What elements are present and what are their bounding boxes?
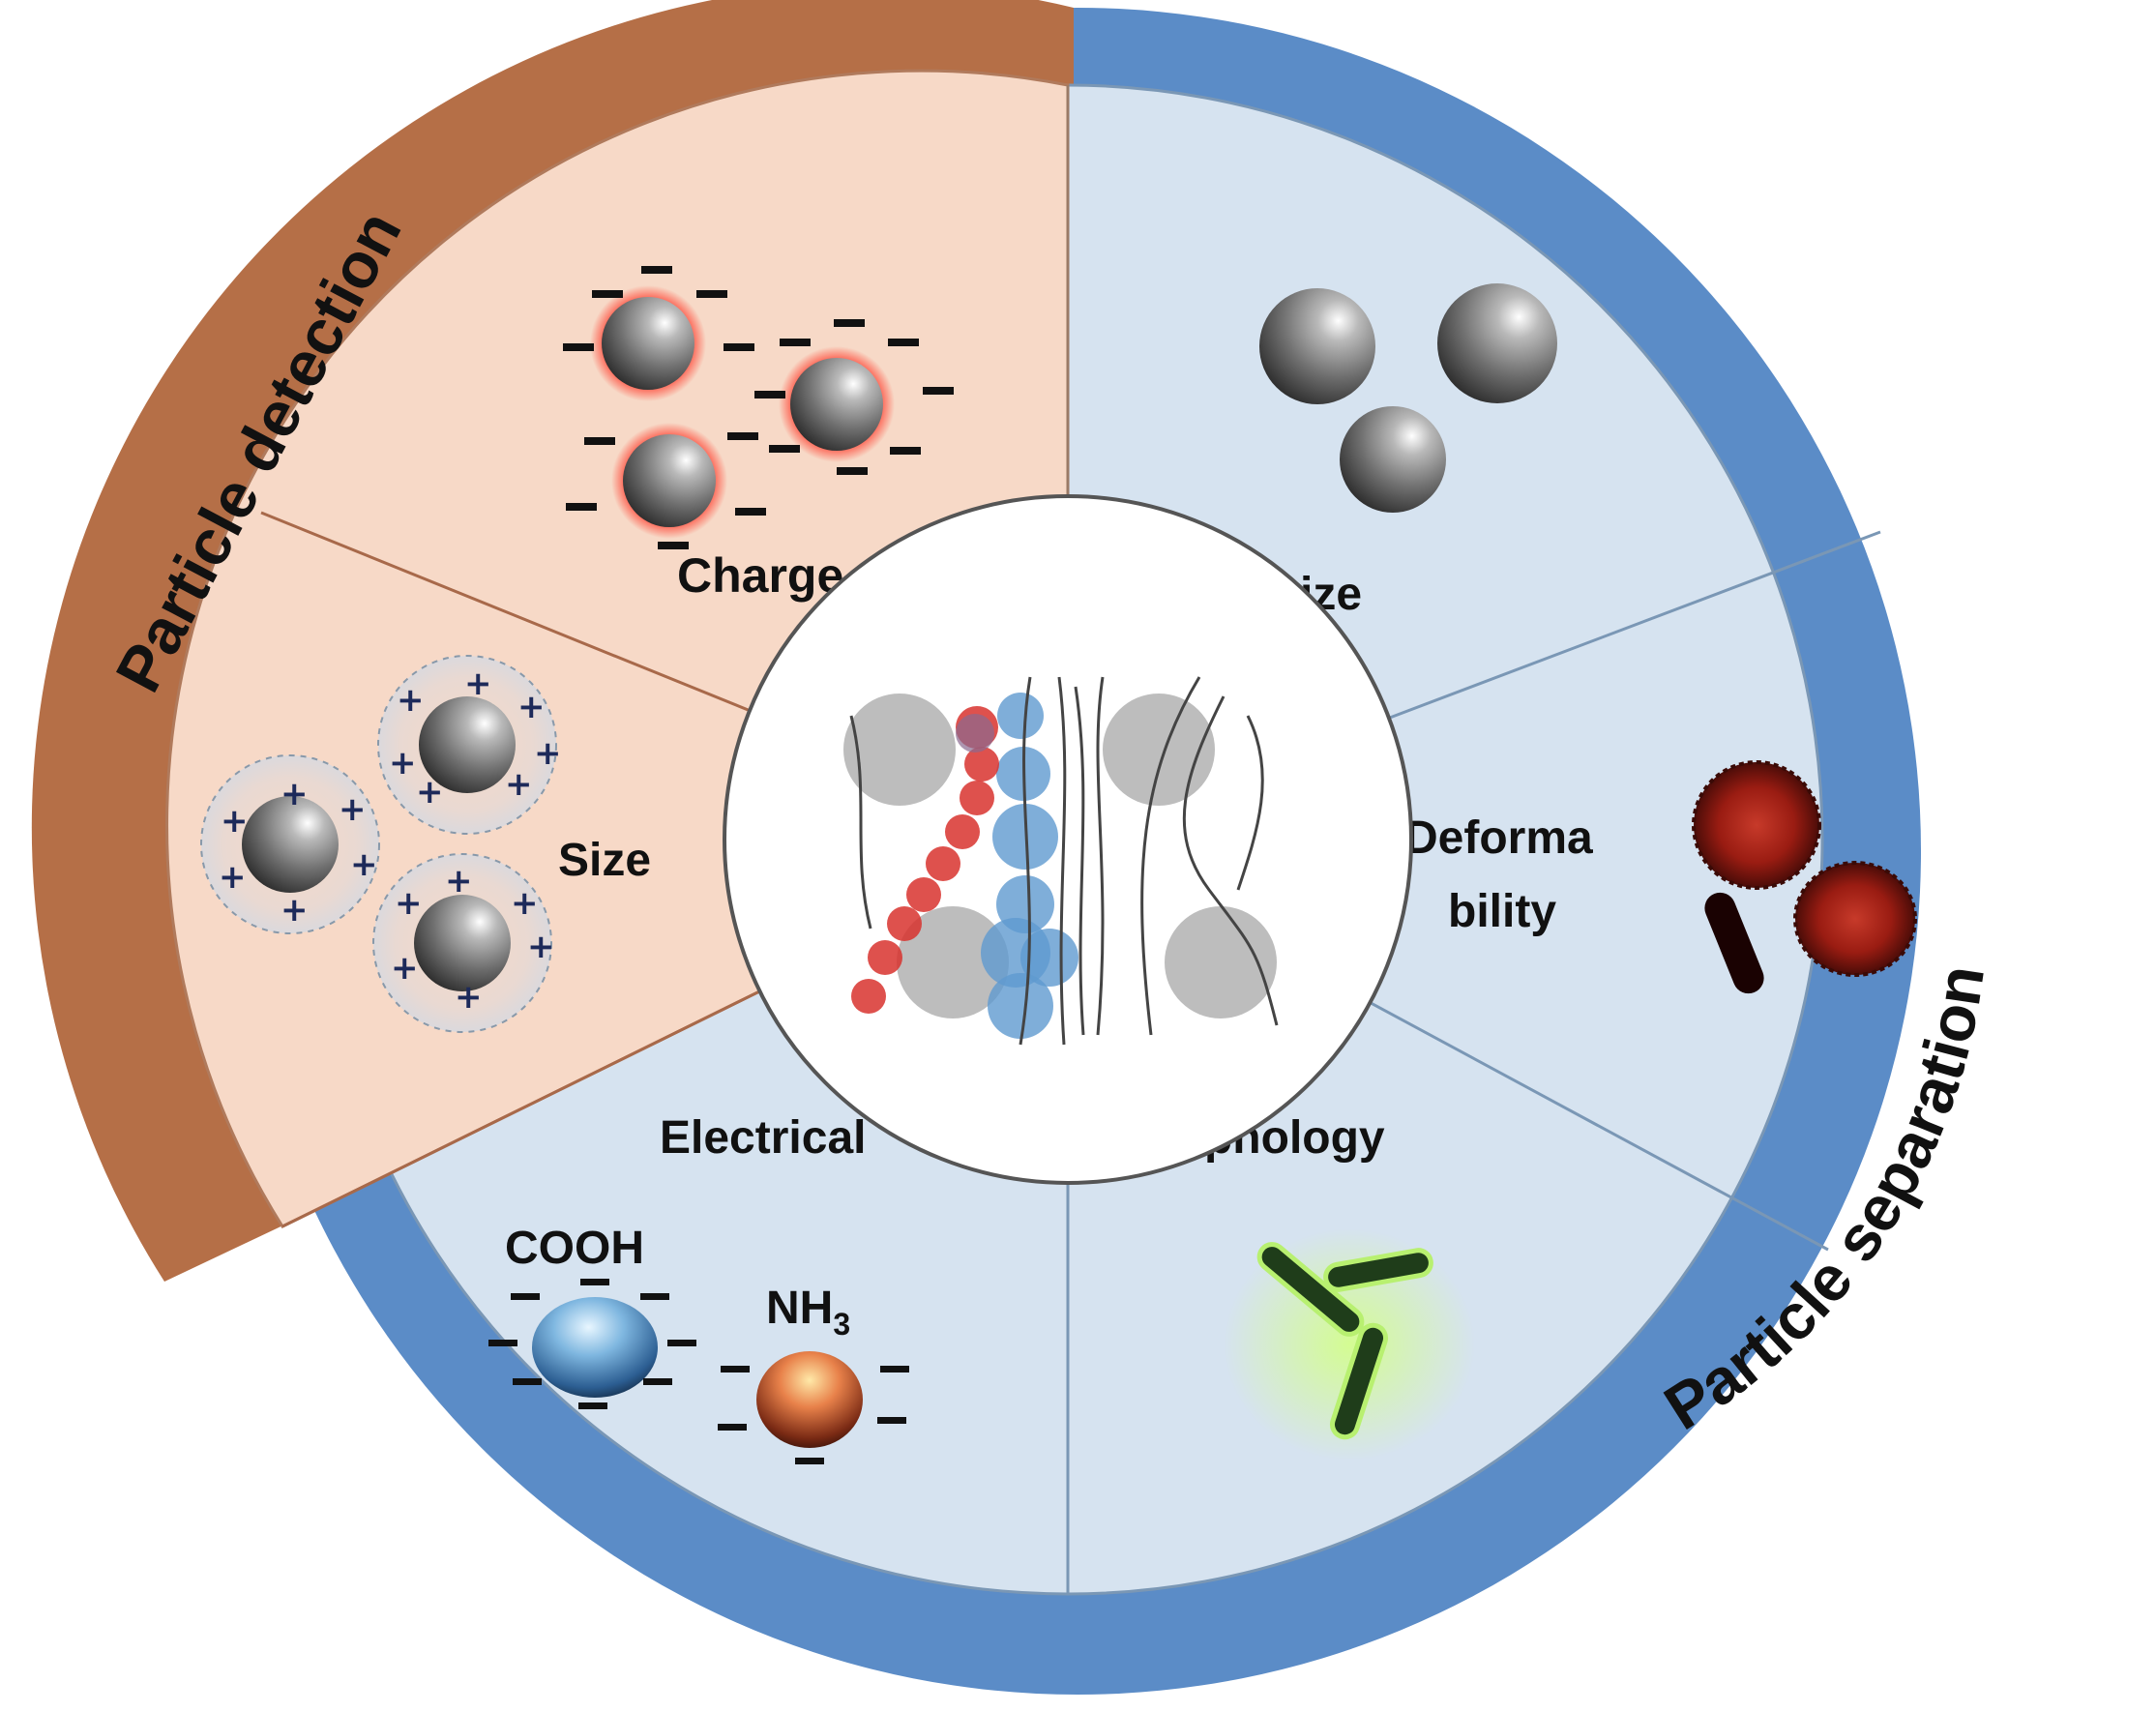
svg-text:+: + (416, 773, 444, 812)
svg-text:+: + (455, 978, 483, 1017)
nh3-subscript: 3 (833, 1307, 850, 1342)
separation-channel-illustration (723, 494, 1413, 1185)
nh3-label: NH3 (766, 1283, 850, 1342)
electrical-label: Electrical (660, 1112, 866, 1164)
svg-text:+: + (397, 681, 425, 720)
svg-text:+: + (219, 858, 247, 897)
deformability-label-line2: bility (1448, 886, 1556, 937)
svg-text:+: + (221, 802, 249, 841)
size-spheres (1259, 283, 1557, 513)
svg-text:+: + (445, 862, 473, 900)
streamlines (849, 676, 1279, 1046)
charged-functional-spheres (488, 1279, 909, 1464)
rod-bacteria (1224, 1228, 1475, 1461)
cooh-label: COOH (505, 1223, 644, 1274)
svg-text:+: + (511, 884, 539, 923)
svg-text:+: + (281, 775, 309, 813)
svg-text:+: + (464, 664, 492, 703)
svg-text:+: + (534, 734, 562, 773)
deformability-label-line1: Deforma (1404, 812, 1593, 864)
svg-text:+: + (339, 790, 367, 829)
svg-text:+: + (281, 891, 309, 930)
svg-text:+: + (395, 884, 423, 923)
svg-text:+: + (527, 928, 555, 966)
svg-text:+: + (505, 765, 533, 804)
nh3-main: NH (766, 1283, 833, 1334)
red-blood-cells (1692, 760, 1917, 994)
svg-text:+: + (517, 688, 546, 726)
charge-label: Charge (677, 548, 843, 603)
ion-cloud-particles: +++ ++++ +++ +++ +++ +++ (200, 655, 562, 1033)
svg-text:+: + (391, 949, 419, 988)
svg-text:+: + (389, 744, 417, 782)
charge-illustration (563, 266, 954, 549)
detection-size-label: Size (558, 835, 651, 886)
svg-text:+: + (350, 845, 378, 884)
